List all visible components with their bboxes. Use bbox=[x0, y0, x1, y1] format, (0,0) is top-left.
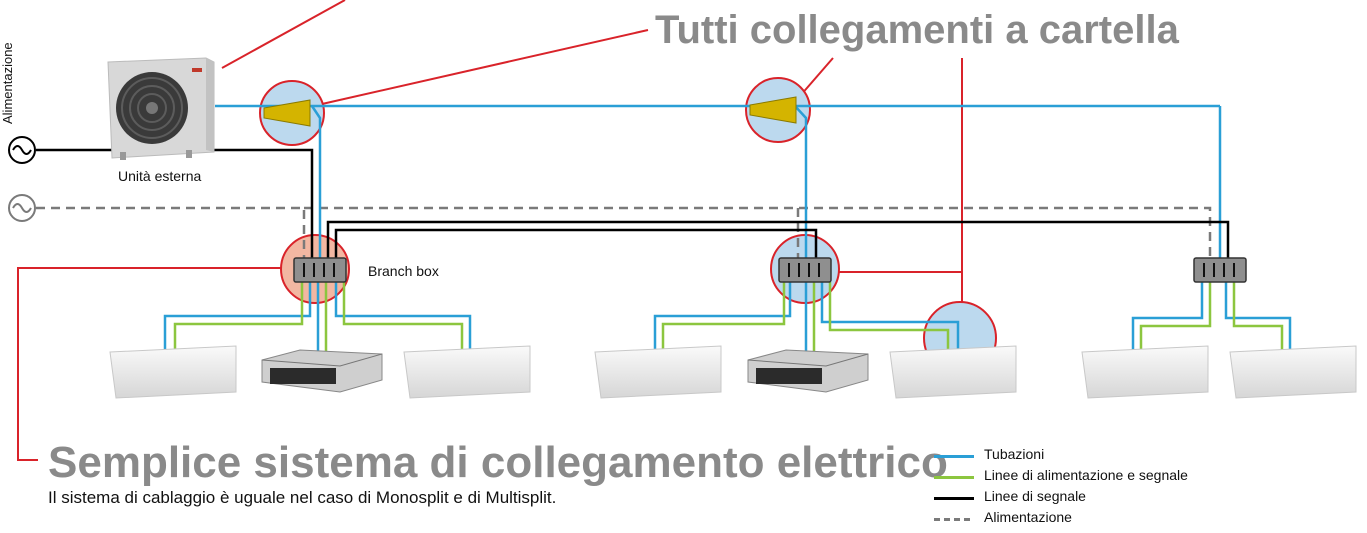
wall-unit-icon bbox=[1081, 345, 1209, 399]
legend-label: Alimentazione bbox=[984, 509, 1072, 525]
power-supply-text: Alimentazione bbox=[0, 42, 15, 124]
wiring-system-title: Semplice sistema di collegamento elettri… bbox=[48, 438, 948, 487]
power-signal-lines bbox=[173, 282, 1284, 352]
power-dashed-lines bbox=[36, 206, 1212, 258]
branch-box-icon bbox=[1193, 257, 1247, 283]
branch-box-icon bbox=[778, 257, 832, 283]
ac-power-icon bbox=[8, 136, 36, 164]
legend-swatch bbox=[934, 497, 974, 500]
branch-box-label: Branch box bbox=[368, 263, 439, 279]
wall-unit-icon bbox=[594, 345, 722, 399]
outdoor-unit-icon bbox=[107, 57, 215, 160]
legend-swatch bbox=[934, 455, 974, 458]
signal-lines bbox=[36, 148, 1230, 258]
outdoor-unit-label: Unità esterna bbox=[118, 168, 202, 184]
legend-label: Linee di alimentazione e segnale bbox=[984, 467, 1188, 483]
legend-label: Linee di segnale bbox=[984, 488, 1086, 504]
ac-power-icon bbox=[8, 194, 36, 222]
legend-swatch bbox=[934, 518, 974, 521]
wall-unit-icon bbox=[109, 345, 237, 399]
pipe-lines bbox=[163, 104, 1292, 352]
legend-swatch bbox=[934, 476, 974, 479]
ducted-unit-icon bbox=[747, 349, 869, 393]
wall-unit-icon bbox=[889, 345, 1017, 399]
callout-lines bbox=[17, 0, 963, 461]
flare-fitting-icon bbox=[749, 96, 797, 124]
wall-unit-icon bbox=[403, 345, 531, 399]
branch-box-icon bbox=[293, 257, 347, 283]
ducted-unit-icon bbox=[261, 349, 383, 393]
flare-connections-title: Tutti collegamenti a cartella bbox=[655, 8, 1179, 52]
wall-unit-icon bbox=[1229, 345, 1357, 399]
power-supply-label: Alimentazione bbox=[0, 14, 15, 124]
flare-fitting-icon bbox=[263, 99, 311, 127]
wiring-system-subtitle: Il sistema di cablaggio è uguale nel cas… bbox=[48, 488, 557, 507]
legend-label: Tubazioni bbox=[984, 446, 1045, 462]
